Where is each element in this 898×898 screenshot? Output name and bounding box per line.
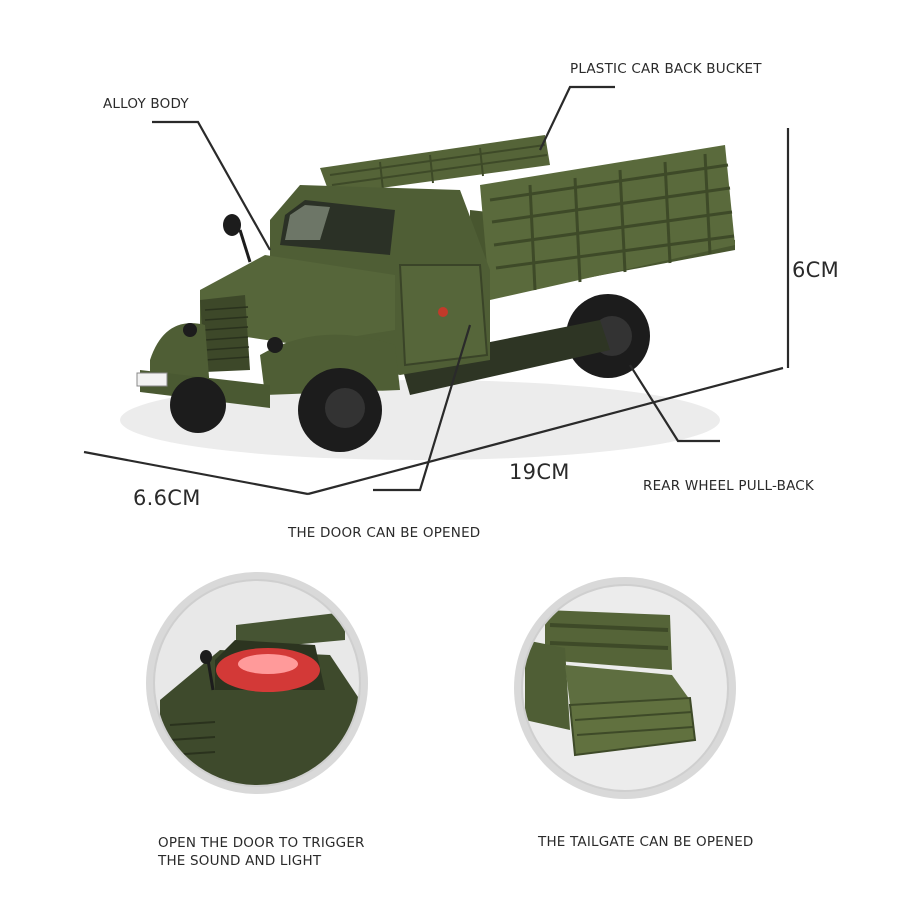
dimension-line-length [307,366,784,496]
label-tailgate: THE TAILGATE CAN BE OPENED [538,834,754,850]
front-wheel-hub [325,388,365,428]
label-sound-light-line1: OPEN THE DOOR TO TRIGGER [158,835,365,851]
label-plastic-bucket: PLASTIC CAR BACK BUCKET [570,61,762,77]
cargo-back-slats [329,144,548,191]
tailgate-panel [568,696,697,757]
door-emblem [438,307,448,317]
windshield-glare [285,205,330,240]
detail-light [146,572,368,794]
label-door-opened: THE DOOR CAN BE OPENED [288,525,481,541]
callout-line-bucket [539,85,615,151]
label-sound-light-line2: THE SOUND AND LIGHT [158,853,322,869]
license-plate [136,372,168,387]
label-sound-light: OPEN THE DOOR TO TRIGGER THE SOUND AND L… [158,834,398,870]
dimension-height: 6CM [792,258,840,282]
label-alloy-body: ALLOY BODY [103,96,189,112]
cargo-back-rail [320,135,550,195]
truck-main [136,135,735,452]
dimension-line-width [83,450,309,496]
detail-tailgate [514,577,736,799]
dimension-length: 19CM [509,460,570,484]
dimension-width: 6.6CM [133,486,201,510]
chassis [400,320,610,395]
callout-line-door [373,324,472,492]
grille [200,295,250,372]
callout-line-rearwheel [629,364,720,443]
label-rear-wheel: REAR WHEEL PULL-BACK [643,478,814,494]
callout-lines [83,85,790,496]
cargo-floor [565,665,690,705]
hood [200,255,395,345]
callout-line-alloy [152,120,271,251]
headlight-left [183,323,197,337]
front-wheel-left [170,377,226,433]
cargo-slats [489,153,735,291]
side-mirror [223,214,241,236]
headlight-right [267,337,283,353]
